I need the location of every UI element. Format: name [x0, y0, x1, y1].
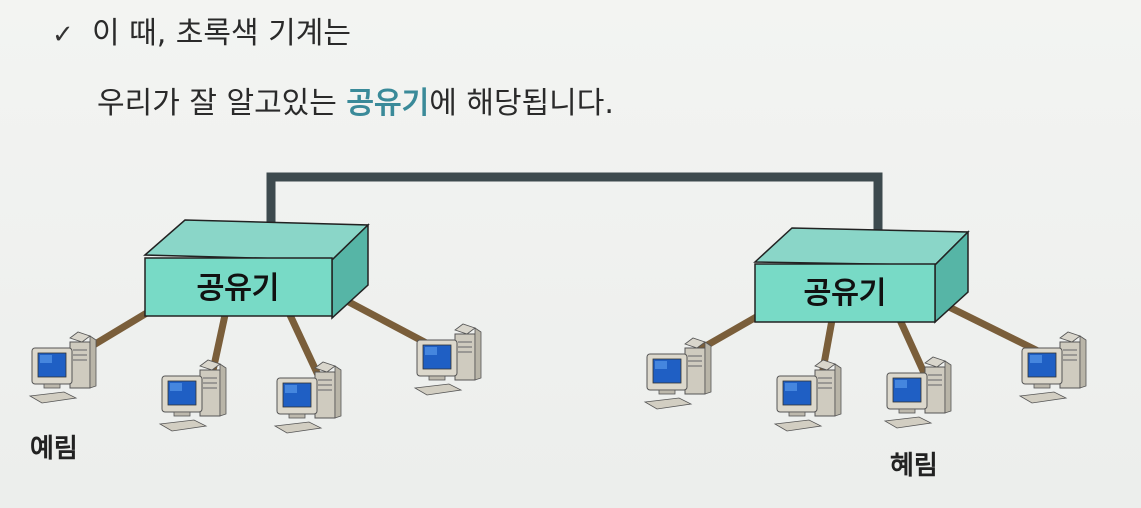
computer [159, 359, 227, 432]
user-label-right: 혜림 [890, 451, 938, 481]
highlight-term: 공유기 [346, 86, 430, 121]
intro-line-1-text: 이 때, 초록색 기계는 [92, 16, 351, 51]
router-right: 공유기 [753, 227, 970, 324]
cable [286, 313, 322, 377]
router-left-label: 공유기 [197, 271, 280, 306]
cable [896, 318, 929, 377]
intro-line-2-post: 에 해당됩니다. [429, 86, 614, 121]
computer [414, 323, 482, 396]
computer [774, 359, 842, 432]
computer [29, 331, 97, 404]
intro-line-2: 우리가 잘 알고있는 공유기에 해당됩니다. [97, 78, 614, 122]
backbone-cable [266, 172, 883, 235]
router-right-label: 공유기 [804, 276, 887, 311]
cable [943, 301, 1042, 356]
checkmark-icon: ✓ [52, 20, 74, 50]
router-left: 공유기 [143, 219, 370, 320]
computer [1019, 331, 1087, 404]
intro-line-2-pre: 우리가 잘 알고있는 [97, 86, 347, 121]
computer [274, 361, 342, 434]
intro-line-1: ✓ 이 때, 초록색 기계는 [52, 8, 351, 52]
computer [644, 337, 712, 410]
user-label-left: 예림 [30, 434, 78, 464]
